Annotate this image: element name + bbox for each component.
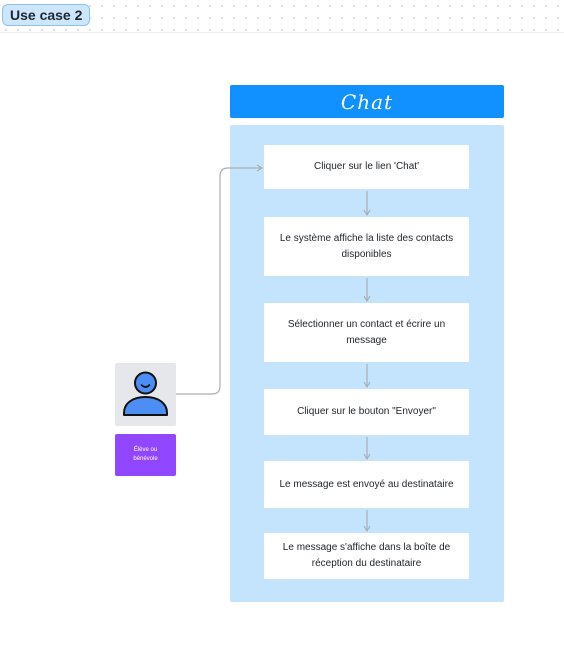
actor-label[interactable]: Élève ou bénévole xyxy=(115,434,176,476)
step-1-click-chat-link[interactable]: Cliquer sur le lien 'Chat' xyxy=(264,145,469,189)
step-5-message-sent[interactable]: Le message est envoyé au destinataire xyxy=(264,461,469,508)
step-2-system-lists-contacts[interactable]: Le système affiche la liste des contacts… xyxy=(264,217,469,276)
actor-label-line-1: Élève ou xyxy=(133,447,158,453)
actor-node[interactable] xyxy=(115,363,176,426)
step-6-message-displayed-inbox[interactable]: Le message s'affiche dans la boîte de ré… xyxy=(264,533,469,579)
canvas-top-band xyxy=(0,0,564,33)
actor-label-line-2: bénévole xyxy=(133,456,158,462)
step-4-click-send-button[interactable]: Cliquer sur le bouton "Envoyer" xyxy=(264,389,469,435)
actor-to-step1-connector xyxy=(176,164,264,395)
swimlane-title: Chat xyxy=(230,85,504,118)
use-case-badge[interactable]: Use case 2 xyxy=(2,4,91,26)
user-icon xyxy=(123,371,168,416)
step-3-select-contact-write-message[interactable]: Sélectionner un contact et écrire un mes… xyxy=(264,303,469,362)
